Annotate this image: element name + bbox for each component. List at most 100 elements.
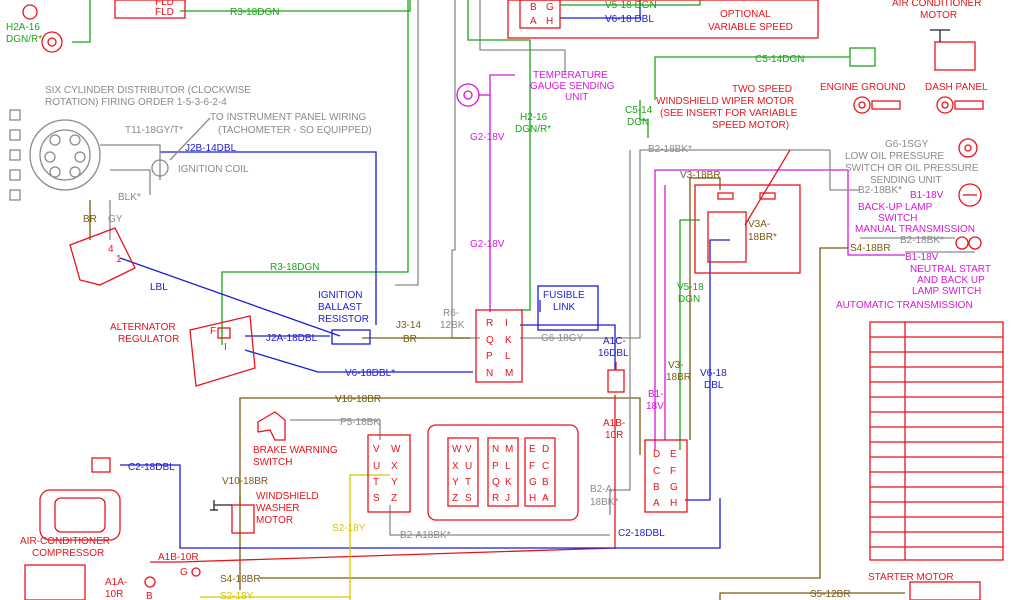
pin-top-h: H [546, 16, 553, 27]
label-wiper4: SPEED MOTOR) [712, 120, 789, 131]
label-b1-top: B1-18V [910, 190, 944, 201]
wire-h2a [72, 0, 91, 43]
pin-top-b: B [530, 2, 537, 13]
label-v3-top: V3-18BR [680, 170, 721, 181]
wire-h2-16 [467, 0, 531, 311]
label-v3a-2: 18BR* [748, 232, 777, 243]
wire-dist-gray [100, 144, 161, 180]
dist-plug-5 [9, 189, 21, 201]
label-ballast3: RESISTOR [318, 314, 369, 325]
label-v10-low: V10-18BR [222, 476, 268, 487]
label-s4-top: S4-18BR [850, 243, 891, 254]
pin-l3-g: G [529, 477, 537, 488]
pin-l2-p: P [492, 461, 499, 472]
label-j2a: J2A-18DBL [266, 333, 318, 344]
temp-sending-unit [456, 83, 480, 107]
pin-l3-a: A [542, 493, 549, 504]
label-neutral3: LAMP SWITCH [912, 286, 981, 297]
pin-l2-j: J [505, 493, 510, 504]
starter-motor [909, 581, 981, 600]
label-manual: MANUAL TRANSMISSION [855, 224, 975, 235]
wire-b2-top [609, 150, 631, 515]
pin-right-b: B [653, 482, 660, 493]
label-gy: GY [108, 214, 123, 225]
pin-top-g: G [546, 2, 554, 13]
label-j3-14: J3-14 [396, 320, 421, 331]
pin-left-s: S [373, 493, 380, 504]
label-ballast1: IGNITION [318, 290, 362, 301]
label-h2a: H2A-16 [6, 22, 40, 33]
pin-l1-s: S [465, 493, 472, 504]
pin-top-a: A [530, 16, 537, 27]
label-fld1: FLD [155, 0, 174, 8]
dash-panel-bar [954, 100, 984, 110]
label-v3-mid: V3- [668, 360, 684, 371]
label-j3-br: BR [403, 334, 417, 345]
label-ballast2: BALLAST [318, 302, 362, 313]
large-connector-sub2 [487, 437, 519, 507]
left-small-connector [367, 434, 411, 513]
label-washer3: MOTOR [256, 515, 293, 526]
wire-v3 [689, 177, 721, 440]
alt-terminal [217, 327, 231, 339]
dist-post-5 [49, 166, 61, 178]
distributor-cap [29, 119, 101, 191]
pin-center-i: I [505, 318, 508, 329]
wire-c5-down [639, 100, 649, 138]
label-s4-bottom: S4-18BR [220, 574, 261, 585]
pin-left-t: T [373, 477, 379, 488]
fusible-link-box [537, 285, 599, 331]
wire-j2b [160, 151, 377, 325]
label-b2-a-2: 18BK* [590, 497, 618, 508]
dash-panel-icon [936, 96, 954, 114]
label-t11: T11-18GY/T* [125, 125, 183, 136]
pin-left-z: Z [391, 493, 397, 504]
pin-l1-w: W [452, 444, 462, 455]
label-h2-color: DGN/R* [515, 124, 551, 135]
label-wiper1: TWO SPEED [732, 84, 792, 95]
label-v10-top: V10-18BR [335, 394, 381, 405]
label-a1a: A1A- [105, 577, 127, 588]
pin-left-v: V [373, 444, 380, 455]
wires [72, 0, 975, 600]
pin-l2-l: L [505, 461, 511, 472]
pin-dist-4: 4 [108, 244, 114, 255]
label-v6-dbl: DBL [704, 380, 724, 391]
label-temp1: TEMPERATURE [533, 70, 608, 81]
label-c5: C5-14DGN [755, 54, 804, 65]
label-engine-ground: ENGINE GROUND [820, 82, 906, 93]
right-connector [644, 439, 688, 513]
label-tach2: (TACHOMETER - SO EQUIPPED) [218, 125, 372, 136]
pin-right-h: H [670, 498, 677, 509]
ac-compressor-plug [91, 457, 111, 473]
label-starter: STARTER MOTOR [868, 572, 954, 583]
label-temp3: UNIT [565, 92, 588, 103]
dist-post-3 [44, 151, 56, 163]
label-g6-sgy: G6-1SGY [885, 139, 929, 150]
label-automatic: AUTOMATIC TRANSMISSION [836, 300, 973, 311]
label-b1-mid2: 18V [646, 401, 664, 412]
wire-s5 [719, 592, 905, 600]
label-v5-18: V5-18 [677, 282, 704, 293]
fuse-table-outline [869, 321, 1004, 561]
ballast-resistor [331, 329, 371, 345]
engine-ground-icon-2 [858, 101, 866, 109]
label-r6-2: 12BK [440, 320, 465, 331]
pin-l1-y: Y [452, 477, 459, 488]
pin-l2-q: Q [492, 477, 500, 488]
pin-left-x: X [391, 461, 398, 472]
label-neutral1: NEUTRAL START [910, 264, 991, 275]
ac-compressor-inner [54, 497, 106, 533]
large-connector-sub1 [447, 437, 479, 507]
label-v3a: V3A- [748, 219, 770, 230]
label-v5: V5-18 DGN [605, 0, 657, 11]
ac-compressor-body [24, 564, 86, 600]
wire-p5 [290, 419, 381, 440]
dash-panel-icon-2 [941, 101, 949, 109]
wire-gray-dist [479, 0, 566, 75]
pin-right-a: A [653, 498, 660, 509]
dist-plug-2 [9, 129, 21, 141]
label-r3-top: R3-18DGN [230, 7, 279, 18]
dist-post-4 [74, 151, 86, 163]
label-tach1: TO INSTRUMENT PANEL WIRING [210, 112, 367, 123]
